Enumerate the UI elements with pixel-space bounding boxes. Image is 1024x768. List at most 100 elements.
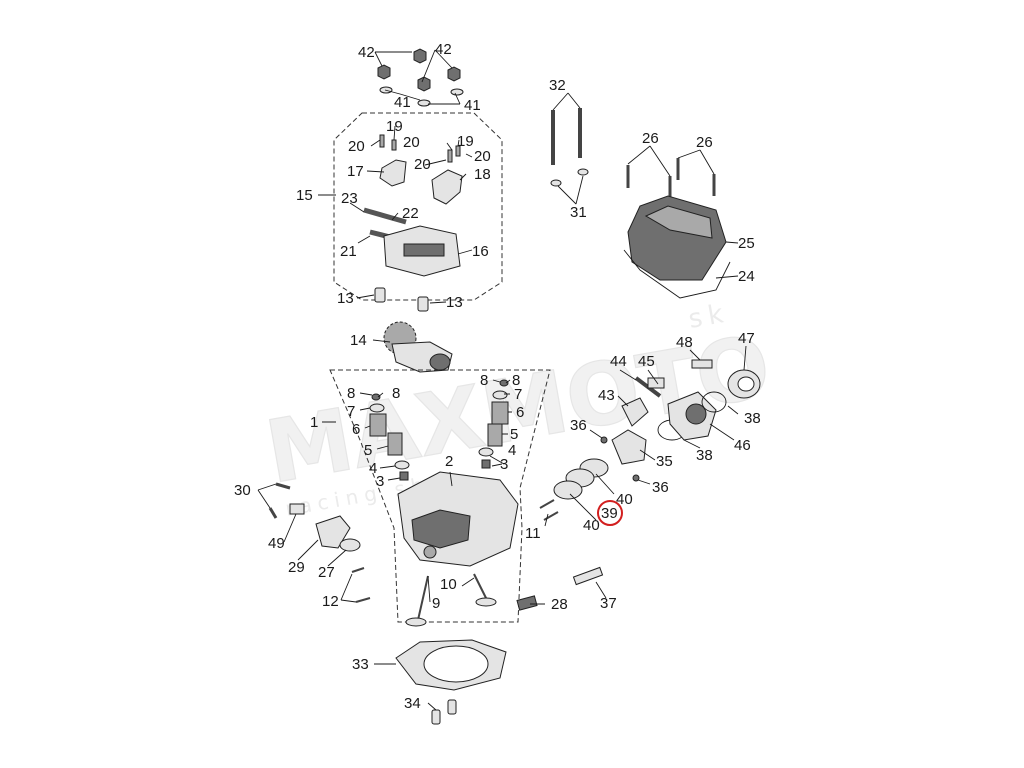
callout-34: 34 <box>404 695 421 712</box>
gasket-40-b <box>553 480 583 500</box>
spring-6-b <box>491 401 509 425</box>
callout-15: 15 <box>296 187 313 204</box>
dowel-13-b <box>417 296 429 312</box>
washer-31-a <box>550 179 562 187</box>
valve-10 <box>473 573 487 599</box>
callout-42-b: 42 <box>435 41 452 58</box>
callout-2: 2 <box>445 453 453 470</box>
callout-43: 43 <box>598 387 615 404</box>
callout-36-a: 36 <box>570 417 587 434</box>
callout-21: 21 <box>340 243 357 260</box>
callout-41-b: 41 <box>464 97 481 114</box>
head-gasket-bore <box>423 645 489 683</box>
sensor-48 <box>691 359 713 369</box>
cam-bearing <box>429 353 451 371</box>
callout-24: 24 <box>738 268 755 285</box>
watermark-suffix: sk <box>686 298 731 335</box>
callout-3-a: 3 <box>376 473 384 490</box>
callout-30: 30 <box>234 482 251 499</box>
callout-10: 10 <box>440 576 457 593</box>
callout-28: 28 <box>551 596 568 613</box>
pin-19-a <box>391 139 397 151</box>
washer-31-b <box>577 168 589 176</box>
head-gasket-group <box>395 639 507 725</box>
callout-38-a: 38 <box>744 410 761 427</box>
seal-3-a <box>399 471 409 481</box>
callout-33: 33 <box>352 656 369 673</box>
rocker-shaft-23 <box>363 207 407 225</box>
callout-7-b: 7 <box>514 386 522 403</box>
callout-6-a: 6 <box>352 421 360 438</box>
nut-42-c <box>447 66 461 82</box>
nut-42-b <box>377 64 391 80</box>
intake-boot-bore <box>737 376 755 392</box>
spring-5-a <box>387 432 403 456</box>
callout-17: 17 <box>347 163 364 180</box>
callout-29: 29 <box>288 559 305 576</box>
dowel-34-b <box>447 699 457 715</box>
callout-23: 23 <box>341 190 358 207</box>
cotter-8-b <box>499 379 509 387</box>
spring-6-a <box>369 413 387 437</box>
thermostat-group <box>268 482 371 603</box>
washer-41-b <box>450 88 464 96</box>
rocker-arm-group <box>333 48 503 312</box>
temp-sensor-28 <box>516 595 538 611</box>
rocker-arm-18 <box>431 169 463 205</box>
stud-11-b <box>543 511 559 521</box>
callout-37: 37 <box>600 595 617 612</box>
bolt-30-b <box>268 507 278 519</box>
nut-42-a <box>413 48 427 64</box>
callout-47: 47 <box>738 330 755 347</box>
bolt-36-a <box>600 436 608 444</box>
callout-9: 9 <box>432 595 440 612</box>
callout-labels: 42 42 41 41 19 20 20 19 20 20 17 18 15 2… <box>234 41 761 712</box>
rocker-assembly-frame <box>333 112 503 301</box>
callout-35: 35 <box>656 453 673 470</box>
valve-9 <box>417 575 429 621</box>
callout-25: 25 <box>738 235 755 252</box>
stud-11-a <box>539 499 555 509</box>
callout-20-b: 20 <box>403 134 420 151</box>
callout-20-a: 20 <box>348 138 365 155</box>
pin-20-b <box>447 149 453 163</box>
callout-39-highlight <box>597 500 623 526</box>
throttle-body-bore <box>685 403 707 425</box>
callout-40-b: 40 <box>583 517 600 534</box>
cylinder-head-port <box>411 509 471 549</box>
callout-31: 31 <box>570 204 587 221</box>
callout-13-b: 13 <box>446 294 463 311</box>
stud-12-a <box>351 567 365 573</box>
rocker-arm-17 <box>379 159 407 187</box>
spark-plug-37 <box>572 566 604 586</box>
valve-train-group <box>329 369 551 627</box>
callout-41-a: 41 <box>394 94 411 111</box>
callout-18: 18 <box>474 166 491 183</box>
callout-8-a: 8 <box>347 385 355 402</box>
callout-44: 44 <box>610 353 627 370</box>
nut-42-d <box>417 76 431 92</box>
callout-19-a: 19 <box>386 118 403 135</box>
cylinder-head-stud-hole <box>423 545 437 559</box>
connector-45 <box>647 377 665 389</box>
valve-9-head <box>405 617 427 627</box>
o-ring-27 <box>339 538 361 552</box>
callout-42-a: 42 <box>358 44 375 61</box>
intake-group <box>516 359 761 611</box>
callout-26-b: 26 <box>696 134 713 151</box>
injector-holder-43 <box>621 397 649 427</box>
callout-14: 14 <box>350 332 367 349</box>
seat-4-b <box>478 447 494 457</box>
clamp-38-b <box>701 391 727 413</box>
cylinder-head-frame <box>329 369 551 623</box>
dowel-34-a <box>431 709 441 725</box>
callout-8-b: 8 <box>392 385 400 402</box>
callout-5-a: 5 <box>364 442 372 459</box>
sensor-49 <box>289 503 305 515</box>
callout-39: 39 <box>601 505 618 522</box>
stud-group <box>550 108 589 187</box>
stud-12-b <box>355 597 371 603</box>
callout-12: 12 <box>322 593 339 610</box>
valve-10-head <box>475 597 497 607</box>
